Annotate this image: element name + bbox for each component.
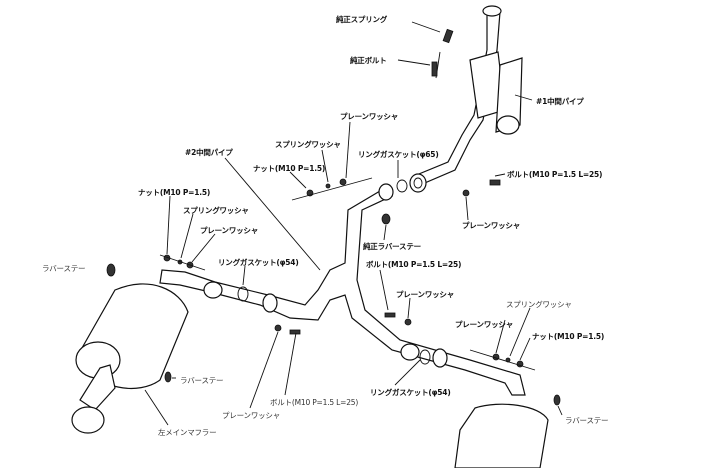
- label-ring-gasket-65: リングガスケット(φ65): [358, 150, 439, 159]
- label-rubber-stay-3: ラバーステー: [565, 416, 609, 425]
- label-rubber-stay-2: ラバーステー: [180, 376, 224, 385]
- ring-gasket-54-left: [237, 286, 249, 302]
- rubber-stay-right: [553, 394, 561, 406]
- right-main-muffler: [454, 403, 549, 468]
- label-plain-washer-5: プレーンワッシャ: [455, 320, 514, 329]
- fasteners: [159, 28, 536, 371]
- label-nut-1: ナット(M10 P=1.5): [253, 164, 326, 173]
- label-nut-3: ナット(M10 P=1.5): [532, 332, 605, 341]
- label-nut-2: ナット(M10 P=1.5): [138, 188, 211, 197]
- label-oem-spring: 純正スプリング: [336, 15, 388, 24]
- label-oem-bolt: 純正ボルト: [350, 56, 387, 65]
- ring-gasket-54-right: [419, 349, 431, 365]
- label-plain-washer-4: プレーンワッシャ: [396, 290, 455, 299]
- ring-gasket-65: [396, 179, 408, 193]
- label-ring-gasket-54-2: リングガスケット(φ54): [370, 388, 451, 397]
- rubber-stay-left-bottom: [164, 371, 172, 383]
- label-bolt-2: ボルト(M10 P=1.5 L=25): [366, 260, 462, 269]
- label-rubber-stay-1: ラバーステー: [42, 264, 86, 273]
- rubber-stay-left-top: [106, 263, 116, 277]
- label-plain-washer-2: プレーンワッシャ: [462, 221, 521, 230]
- label-plain-washer-6: プレーンワッシャ: [222, 411, 281, 420]
- label-plain-washer-3: プレーンワッシャ: [200, 226, 259, 235]
- label-left-main-muffler: 左メインマフラー: [158, 428, 217, 437]
- label-oem-rubber-stay: 純正ラバーステー: [363, 242, 421, 251]
- label-bolt-3: ボルト(M10 P=1.5 L=25): [270, 398, 359, 407]
- oem-rubber-stay: [381, 213, 391, 225]
- label-spring-washer-3: スプリングワッシャ: [506, 300, 572, 309]
- leader-lines: [144, 21, 563, 426]
- label-bolt-1: ボルト(M10 P=1.5 L=25): [507, 170, 603, 179]
- left-main-muffler: [71, 283, 189, 434]
- label-plain-washer-1: プレーンワッシャ: [340, 112, 399, 121]
- label-spring-washer-1: スプリングワッシャ: [275, 140, 341, 149]
- label-pipe-1: #1中間パイプ: [536, 97, 584, 106]
- label-ring-gasket-54-1: リングガスケット(φ54): [218, 258, 299, 267]
- label-spring-washer-2: スプリングワッシャ: [183, 206, 249, 215]
- pipe-2: [159, 183, 526, 396]
- label-pipe-2: #2中間パイプ: [185, 148, 233, 157]
- pipe-1: [409, 5, 523, 193]
